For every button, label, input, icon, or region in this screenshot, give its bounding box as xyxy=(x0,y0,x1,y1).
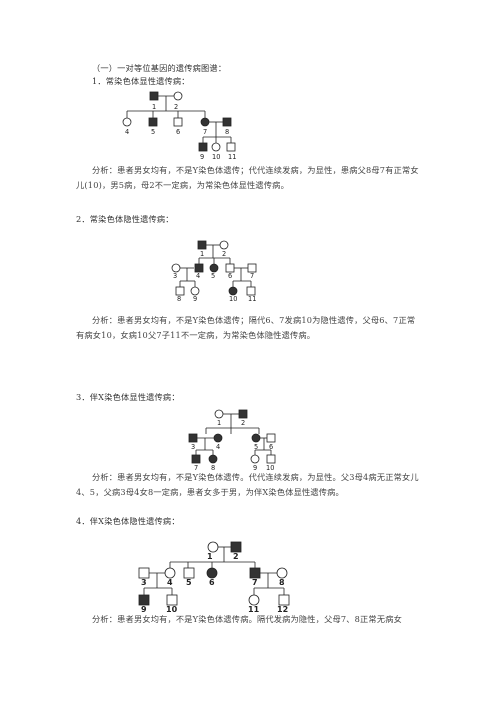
label-3: 3 xyxy=(141,578,147,587)
label-5: 5 xyxy=(211,272,215,280)
label-10: 10 xyxy=(212,153,220,161)
section-4-analysis: 分析：患者男女均有，不是Y染色体遗传病。隔代发病为隐性，父母7、8正常无病女 xyxy=(92,614,402,624)
label-6: 6 xyxy=(176,128,180,136)
individual-9 xyxy=(190,286,200,296)
label-11: 11 xyxy=(248,605,260,614)
label-6: 6 xyxy=(269,443,273,451)
label-1: 1 xyxy=(207,552,213,561)
label-4: 4 xyxy=(125,128,129,136)
individual-5 xyxy=(209,263,219,273)
individual-6 xyxy=(206,567,218,579)
label-9: 9 xyxy=(200,153,204,161)
label-9: 9 xyxy=(193,295,197,303)
label-9: 9 xyxy=(253,464,257,472)
label-6: 6 xyxy=(209,578,215,587)
individual-2 xyxy=(219,240,229,250)
individual-2 xyxy=(173,91,183,101)
label-7: 7 xyxy=(203,128,207,136)
individual-9 xyxy=(250,454,260,464)
individual-6 xyxy=(173,117,183,127)
label-8: 8 xyxy=(225,128,229,136)
individual-8 xyxy=(222,117,232,127)
individual-6 xyxy=(266,433,276,443)
individual-7 xyxy=(191,454,201,464)
label-5: 5 xyxy=(254,443,258,451)
label-8: 8 xyxy=(211,464,215,472)
individual-7 xyxy=(249,567,261,579)
individual-1 xyxy=(214,409,224,419)
label-3: 3 xyxy=(173,272,177,280)
section-3-title: 3．伴X染色体显性遗传病： xyxy=(76,392,180,402)
label-8: 8 xyxy=(279,578,285,587)
label-7: 7 xyxy=(194,464,198,472)
individual-8 xyxy=(276,567,288,579)
individual-10 xyxy=(266,454,276,464)
label-2: 2 xyxy=(233,552,239,561)
section-3-analysis: 分析：患者男女均有，不是Y染色体遗传。代代连续发病，为显性。父3母4病无正常女儿… xyxy=(76,472,419,497)
section-1-analysis: 分析：患者男女均有，不是Y染色体遗传；代代连续发病，为显性，患病父8母7有正常女… xyxy=(76,165,419,190)
label-10: 10 xyxy=(229,295,237,303)
label-4: 4 xyxy=(216,443,220,451)
individual-4 xyxy=(194,263,204,273)
individual-9 xyxy=(198,142,208,152)
individual-5 xyxy=(148,117,158,127)
individual-4 xyxy=(164,567,176,579)
label-1: 1 xyxy=(217,419,221,427)
label-7: 7 xyxy=(252,578,258,587)
individual-9 xyxy=(138,594,150,606)
label-2: 2 xyxy=(222,250,226,258)
label-5: 5 xyxy=(186,578,192,587)
individual-5 xyxy=(183,567,195,579)
individual-3 xyxy=(138,567,150,579)
label-7: 7 xyxy=(250,272,254,280)
individual-6 xyxy=(225,263,235,273)
individual-4 xyxy=(122,117,132,127)
individual-10 xyxy=(211,142,221,152)
individual-10 xyxy=(228,286,238,296)
individual-12 xyxy=(278,594,290,606)
label-1: 1 xyxy=(200,250,204,258)
individual-7 xyxy=(200,117,210,127)
individual-11 xyxy=(226,142,236,152)
individual-8 xyxy=(175,286,185,296)
label-4: 4 xyxy=(196,272,200,280)
individual-7 xyxy=(247,263,257,273)
individual-2 xyxy=(238,409,248,419)
label-12: 12 xyxy=(277,605,288,614)
label-2: 2 xyxy=(174,103,178,111)
label-11: 11 xyxy=(228,153,236,161)
label-6: 6 xyxy=(228,272,232,280)
label-9: 9 xyxy=(141,605,147,614)
individual-11 xyxy=(248,594,260,606)
section-1-title: 1．常染色体显性遗传病： xyxy=(92,76,190,86)
label-10: 10 xyxy=(266,464,274,472)
individual-3 xyxy=(188,433,198,443)
section-heading: （一）一对等位基因的遗传病图谱： xyxy=(92,63,227,73)
label-4: 4 xyxy=(167,578,173,587)
section-2-analysis: 分析：患者男女均有，不是Y染色体遗传；隔代6、7发病10为隐性遗传，父母6、7正… xyxy=(76,315,416,340)
label-10: 10 xyxy=(166,605,178,614)
individual-8 xyxy=(208,454,218,464)
label-11: 11 xyxy=(248,295,256,303)
individual-1 xyxy=(197,240,207,250)
label-2: 2 xyxy=(241,419,245,427)
individual-11 xyxy=(246,286,256,296)
section-4-title: 4．伴X染色体隐性遗传病： xyxy=(76,516,180,526)
individual-2 xyxy=(230,541,242,553)
individual-5 xyxy=(251,433,261,443)
individual-1 xyxy=(207,541,219,553)
individual-10 xyxy=(166,594,178,606)
label-5: 5 xyxy=(151,128,155,136)
individual-3 xyxy=(171,263,181,273)
individual-4 xyxy=(213,433,223,443)
section-2-title: 2．常染色体隐性遗传病： xyxy=(76,214,174,224)
individual-1 xyxy=(149,91,159,101)
label-8: 8 xyxy=(177,295,181,303)
label-3: 3 xyxy=(191,443,195,451)
label-1: 1 xyxy=(152,103,156,111)
